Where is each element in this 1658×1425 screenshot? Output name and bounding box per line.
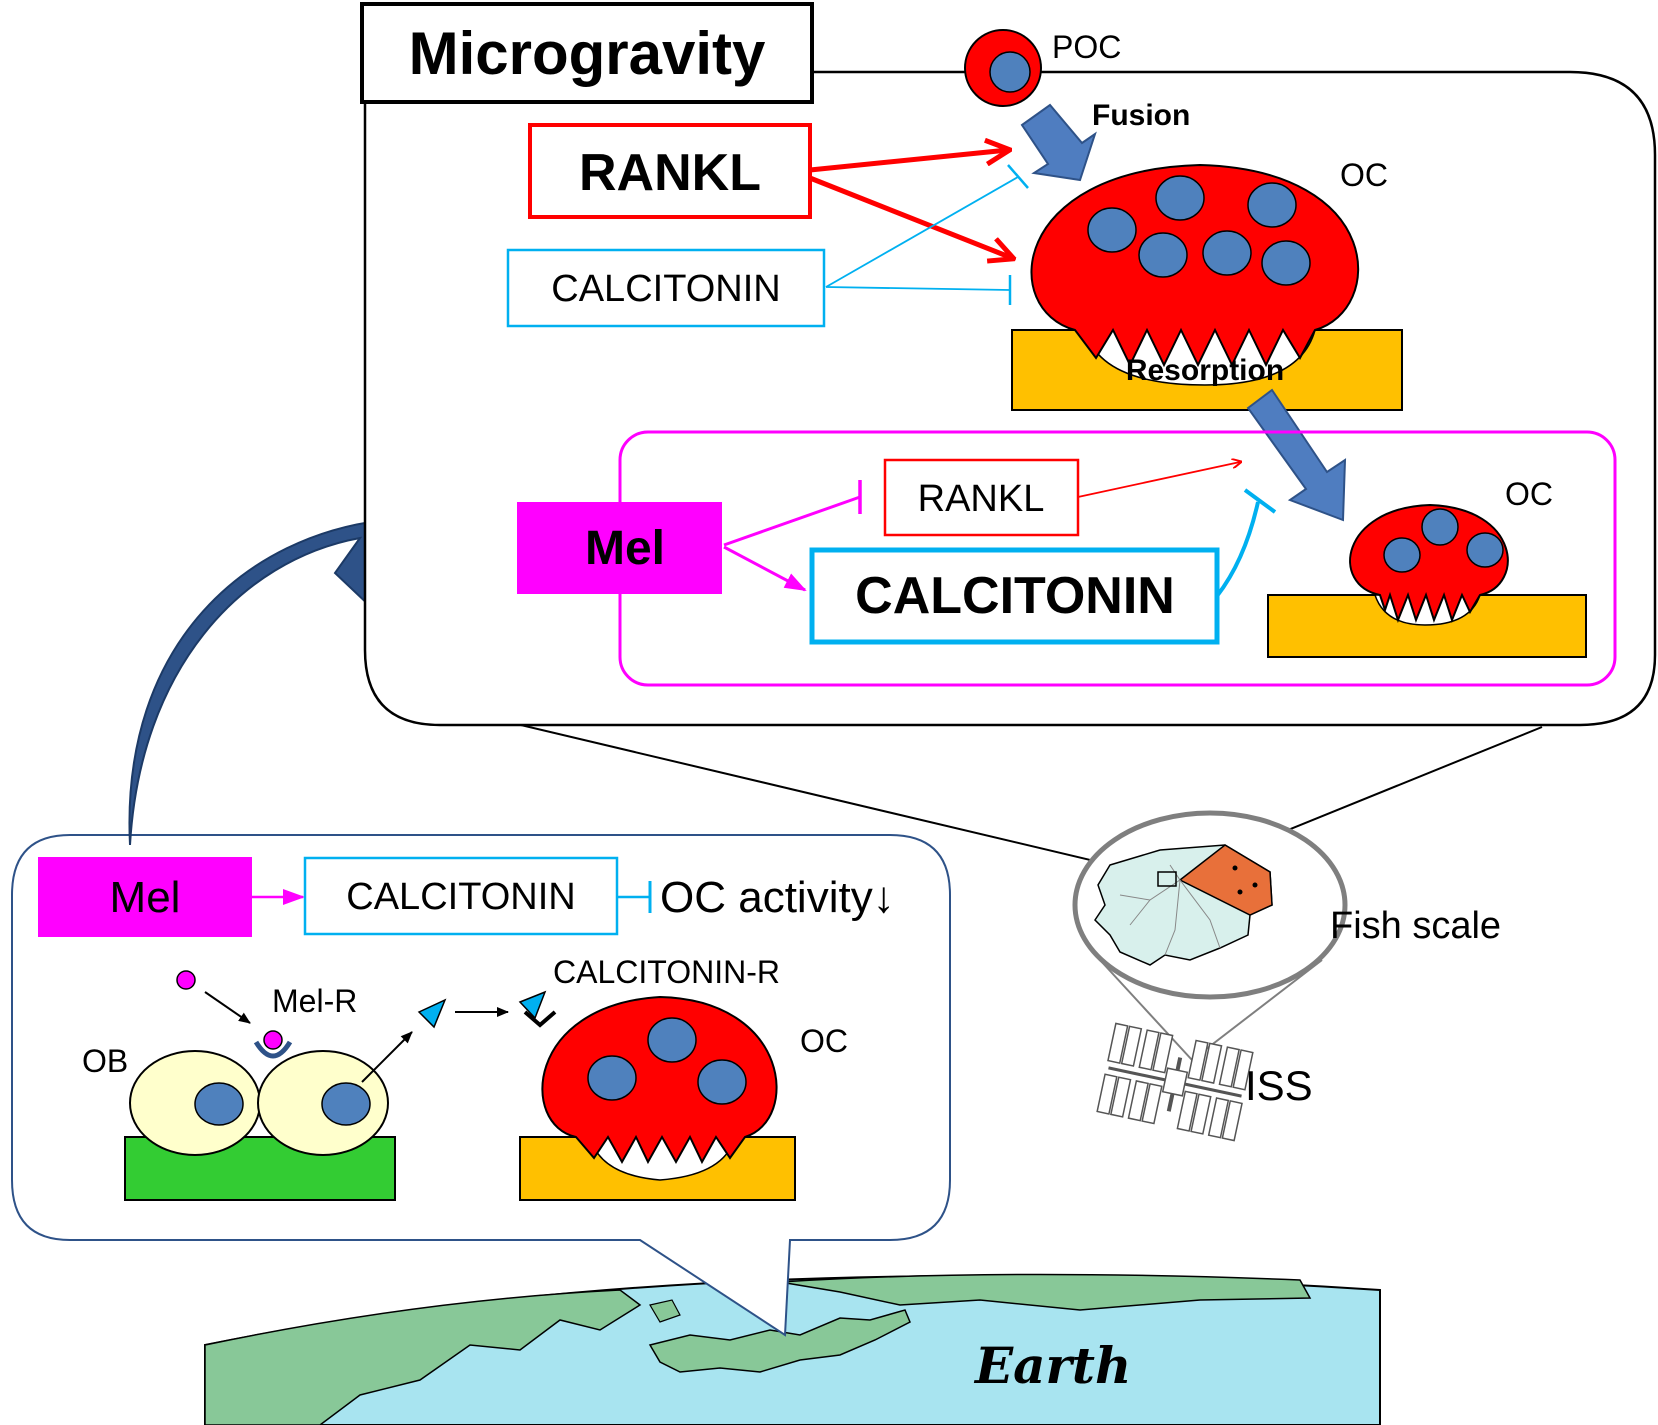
calcitonin-label: CALCITONIN: [551, 268, 780, 310]
ground-oc-label: OC: [800, 1023, 848, 1059]
microgravity-title: Microgravity: [409, 20, 766, 87]
fusion-label: Fusion: [1092, 99, 1190, 132]
rankl-to-fusion-arrow: [809, 150, 1008, 173]
mel-r-label: Mel-R: [272, 983, 357, 1019]
microgravity-panel: Microgravity POC Fusion RANKL CALCITONIN: [360, 2, 1657, 727]
ground-oc-nucleus-2: [587, 1055, 637, 1101]
earth-land-left: [204, 1289, 642, 1425]
earth-label: Earth: [973, 1336, 1131, 1395]
ground-calcitonin-box: [303, 856, 619, 936]
bound-calcitonin: [518, 990, 547, 1020]
ground-oc-cell: [541, 995, 778, 1165]
resorption-arrow: [1246, 388, 1347, 522]
ob-secrete-arrow: [361, 1031, 413, 1083]
ground-callout-border: [11, 834, 951, 1337]
oc-nucleus-5: [1202, 230, 1252, 276]
iss-label: ISS: [1245, 1062, 1313, 1109]
inner-mel-to-calcitonin-arrow: [723, 545, 807, 592]
ground-oc-nucleus-1: [647, 1017, 697, 1063]
rankl-box: [528, 123, 812, 219]
oc-nucleus-4: [1138, 232, 1188, 278]
fish-scale-label: Fish scale: [1330, 905, 1501, 947]
ground-mel-label: Mel: [110, 873, 181, 922]
resorption-label: Resorption: [1126, 354, 1284, 387]
oc-nucleus-3: [1087, 207, 1137, 253]
calcitonin-box: [506, 248, 826, 328]
ground-oc-activity-label: OC activity↓: [660, 873, 895, 922]
small-oc-nucleus-3: [1466, 532, 1504, 568]
poc-nucleus: [989, 51, 1031, 93]
fish-scale-cracks: [1119, 864, 1221, 956]
oc-nucleus-1: [1155, 175, 1205, 221]
poc-label: POC: [1052, 29, 1121, 65]
ob-cell-right-nucleus: [321, 1082, 371, 1126]
island-small: [649, 1299, 681, 1323]
small-oc-label: OC: [1505, 476, 1553, 512]
calcitonin-inhibit-oc: [825, 286, 1011, 291]
melatonin-to-receptor-arrow: [204, 991, 251, 1024]
ground-oc-nucleus-3: [697, 1059, 747, 1105]
inner-rankl-box: [883, 458, 1080, 537]
ground-mel-box: [38, 857, 252, 937]
rankl-label: RANKL: [579, 144, 761, 202]
inner-calcitonin-box: [809, 547, 1220, 645]
inner-rankl-label: RANKL: [918, 478, 1045, 520]
inner-mel-label: Mel: [585, 522, 665, 575]
iss-beam-left: [1099, 959, 1193, 1061]
calcitonin-receptor: [523, 1010, 557, 1028]
calcitonin-inhibit-fusion-bar: [1007, 164, 1029, 189]
iss-beam-right: [1191, 959, 1323, 1061]
inner-rankl-to-oc-arrow: [1077, 462, 1240, 498]
scale-dot-3: [1237, 889, 1243, 895]
ob-label: OB: [82, 1043, 128, 1079]
fusion-arrow: [1020, 103, 1097, 182]
small-oc-nucleus-1: [1421, 508, 1459, 546]
oc-nucleus-6: [1261, 240, 1311, 286]
ground-callout: Mel CALCITONIN OC activity↓ Mel-R OB CAL…: [11, 834, 951, 1337]
scale-dot-1: [1232, 865, 1238, 871]
fish-scale-orange: [1178, 844, 1273, 916]
microgravity-title-box: [360, 2, 814, 104]
small-oc-cell: [1349, 503, 1509, 623]
inner-mel-inhibit-rankl: [723, 495, 861, 547]
ground-calcitonin-label: CALCITONIN: [346, 876, 575, 918]
iss-station: [1096, 1022, 1254, 1142]
oc-label: OC: [1340, 157, 1388, 193]
inner-calcitonin-inhibit-bar: [1243, 488, 1277, 514]
zoom-line-left: [507, 721, 1163, 878]
earth-land-right: [779, 1273, 1312, 1311]
inner-calcitonin-inhibit: [1215, 501, 1260, 598]
rankl-to-oc-arrow: [809, 175, 1012, 258]
japan-islands: [648, 1309, 911, 1373]
small-oc-nucleus-2: [1383, 537, 1421, 573]
earth: Earth: [204, 1273, 1381, 1425]
bound-melatonin: [263, 1030, 283, 1050]
oc-nucleus-2: [1247, 182, 1297, 228]
inner-mel-box: [517, 502, 722, 594]
fish-scale-group: Fish scale: [1072, 810, 1501, 1061]
ob-cell-left-nucleus: [194, 1082, 244, 1126]
calcitonin-r-label: CALCITONIN-R: [553, 954, 780, 990]
melatonin-molecule: [176, 970, 196, 990]
calcitonin-molecule: [417, 998, 447, 1029]
iss-panels: [1096, 1022, 1254, 1142]
zoom-focus-box: [1157, 871, 1177, 887]
inner-calcitonin-label: CALCITONIN: [855, 567, 1175, 625]
scale-dot-2: [1252, 882, 1258, 888]
mel-receptor: [253, 1040, 293, 1059]
calcitonin-inhibit-fusion: [825, 176, 1019, 288]
